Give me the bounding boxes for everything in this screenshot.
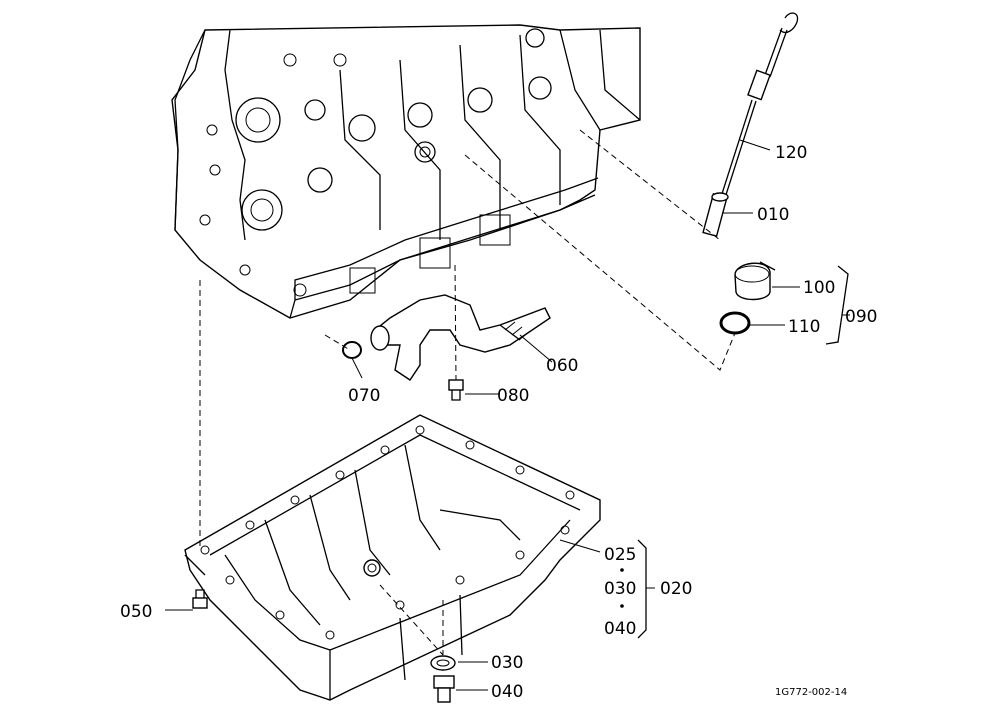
- o-ring-070: [342, 341, 363, 379]
- engine-block: [171, 24, 641, 319]
- label-025: 025: [604, 545, 636, 565]
- label-050: 050: [120, 602, 152, 622]
- label-090: 090: [845, 307, 877, 327]
- label-040: 040: [491, 682, 523, 702]
- bolt-050: [165, 589, 208, 611]
- label-030-group: 030: [604, 579, 636, 599]
- label-030: 030: [491, 653, 523, 673]
- label-040-group: 040: [604, 619, 636, 639]
- oil-pan: [184, 414, 601, 701]
- dipstick-guide: [702, 192, 753, 237]
- label-060: 060: [546, 356, 578, 376]
- drain-plug-040: [433, 675, 488, 703]
- label-120: 120: [775, 143, 807, 163]
- o-ring: [719, 311, 785, 335]
- label-080: 080: [497, 386, 529, 406]
- dipstick: [719, 12, 799, 202]
- label-110: 110: [788, 317, 820, 337]
- label-100: 100: [803, 278, 835, 298]
- bracket-090: [825, 265, 849, 345]
- bracket-020: [637, 539, 647, 639]
- label-070: 070: [348, 386, 380, 406]
- label-010: 010: [757, 205, 789, 225]
- label-020: 020: [660, 579, 692, 599]
- oil-strainer: [370, 294, 553, 381]
- leader-lines: [199, 129, 736, 656]
- oil-filler-cap: [734, 261, 800, 301]
- bolt-080: [448, 379, 500, 401]
- gasket-030: [430, 655, 488, 671]
- drawing-code: 1G772-002-14: [775, 687, 847, 698]
